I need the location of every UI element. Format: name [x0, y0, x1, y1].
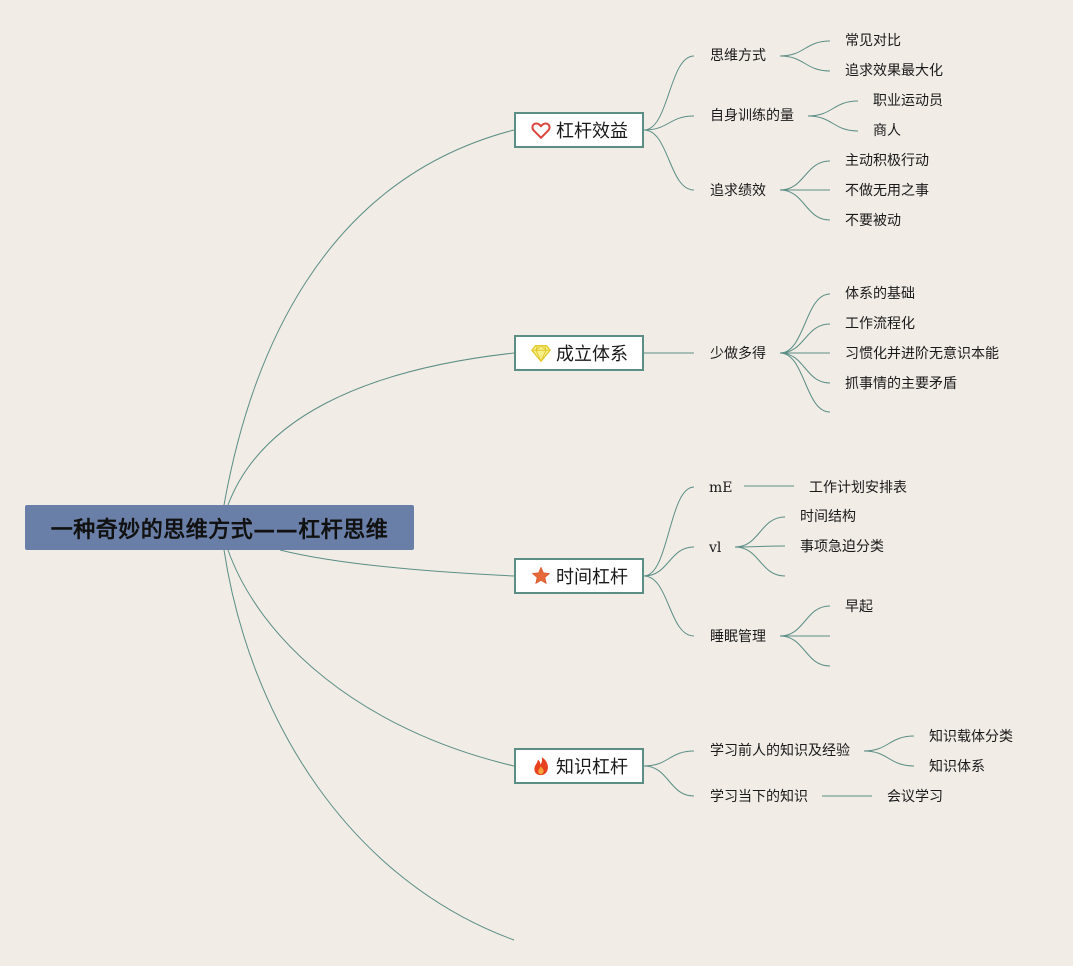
root-branch-line — [279, 549, 515, 577]
topic-leaf-line — [807, 115, 859, 132]
leaf-workflow[interactable]: 工作流程化 — [845, 316, 915, 332]
topic-self-training[interactable]: 自身训练的量 — [710, 108, 794, 124]
topic-leaf-line — [779, 352, 831, 384]
topic-learn-predecessors[interactable]: 学习前人的知识及经验 — [710, 743, 850, 759]
topic-leaf-line — [779, 55, 831, 72]
heart-icon — [530, 119, 552, 141]
branch-build-system[interactable]: 成立体系 — [514, 335, 644, 371]
topic-sleep-management[interactable]: 睡眠管理 — [710, 629, 766, 645]
branch-label: 时间杠杆 — [556, 567, 628, 588]
leaf-work-schedule[interactable]: 工作计划安排表 — [809, 480, 907, 496]
leaf-system-foundation[interactable]: 体系的基础 — [845, 286, 915, 302]
root-branch-line — [227, 549, 515, 767]
topic-leaf-line — [863, 750, 915, 767]
branch-label: 成立体系 — [556, 344, 628, 365]
leaf-early-rise[interactable]: 早起 — [845, 599, 873, 615]
topic-leaf-line — [863, 735, 915, 752]
branch-topic-line — [643, 546, 695, 577]
leaf-maximize-effect[interactable]: 追求效果最大化 — [845, 63, 943, 79]
branch-topic-line — [643, 765, 695, 797]
branch-topic-line — [643, 55, 695, 131]
branch-label: 杠杆效益 — [556, 121, 628, 142]
topic-leaf-line — [779, 323, 831, 354]
topic-leaf-line — [779, 189, 831, 221]
root-branch-line — [223, 549, 515, 941]
topic-do-less-gain-more[interactable]: 少做多得 — [710, 346, 766, 362]
leaf-urgency-classification[interactable]: 事项急迫分类 — [800, 539, 884, 555]
leaf-main-contradiction[interactable]: 抓事情的主要矛盾 — [845, 376, 957, 392]
leaf-common-comparison[interactable]: 常见对比 — [845, 33, 901, 49]
topic-leaf-line — [734, 545, 786, 548]
branch-topic-line — [643, 575, 695, 637]
branch-knowledge-leverage[interactable]: 知识杠杆 — [514, 748, 644, 784]
topic-leaf-line — [779, 160, 831, 191]
leaf-act-proactively[interactable]: 主动积极行动 — [845, 153, 929, 169]
leaf-knowledge-system[interactable]: 知识体系 — [929, 759, 985, 775]
root-branch-line — [223, 129, 515, 506]
topic-leaf-line — [779, 352, 831, 413]
branch-topic-line — [643, 486, 695, 577]
leaf-meeting-learning[interactable]: 会议学习 — [887, 789, 943, 805]
topic-leaf-line — [734, 546, 786, 577]
fire-icon — [530, 755, 552, 777]
diamond-icon — [530, 342, 552, 364]
leaf-knowledge-carrier[interactable]: 知识载体分类 — [929, 729, 1013, 745]
branch-time-leverage[interactable]: 时间杠杆 — [514, 558, 644, 594]
leaf-time-structure[interactable]: 时间结构 — [800, 509, 856, 525]
branch-leverage-benefit[interactable]: 杠杆效益 — [514, 112, 644, 148]
branch-topic-line — [643, 750, 695, 767]
topic-leaf-line — [807, 100, 859, 117]
root-topic-label: 一种奇妙的思维方式——杠杆思维 — [50, 517, 389, 543]
topic-thinking-mode[interactable]: 思维方式 — [710, 48, 766, 64]
branch-topic-line — [643, 129, 695, 191]
topic-learn-current[interactable]: 学习当下的知识 — [710, 789, 808, 805]
leaf-pro-athlete[interactable]: 职业运动员 — [873, 93, 943, 109]
topic-vl[interactable]: vl — [709, 540, 722, 556]
topic-pursue-performance[interactable]: 追求绩效 — [710, 183, 766, 199]
star-icon — [530, 565, 552, 587]
leaf-habit-instinct[interactable]: 习惯化并进阶无意识本能 — [845, 346, 999, 362]
branch-label: 知识杠杆 — [556, 757, 628, 778]
topic-leaf-line — [734, 516, 786, 548]
topic-leaf-line — [779, 40, 831, 57]
root-branch-line — [227, 352, 515, 506]
root-topic[interactable]: 一种奇妙的思维方式——杠杆思维 — [25, 505, 414, 550]
topic-leaf-line — [779, 293, 831, 354]
leaf-no-useless-work[interactable]: 不做无用之事 — [845, 183, 929, 199]
leaf-not-passive[interactable]: 不要被动 — [845, 213, 901, 229]
branch-topic-line — [643, 115, 695, 131]
topic-leaf-line — [779, 635, 831, 667]
topic-leaf-line — [779, 605, 831, 637]
leaf-businessman[interactable]: 商人 — [873, 123, 901, 139]
topic-me[interactable]: mE — [709, 480, 733, 496]
